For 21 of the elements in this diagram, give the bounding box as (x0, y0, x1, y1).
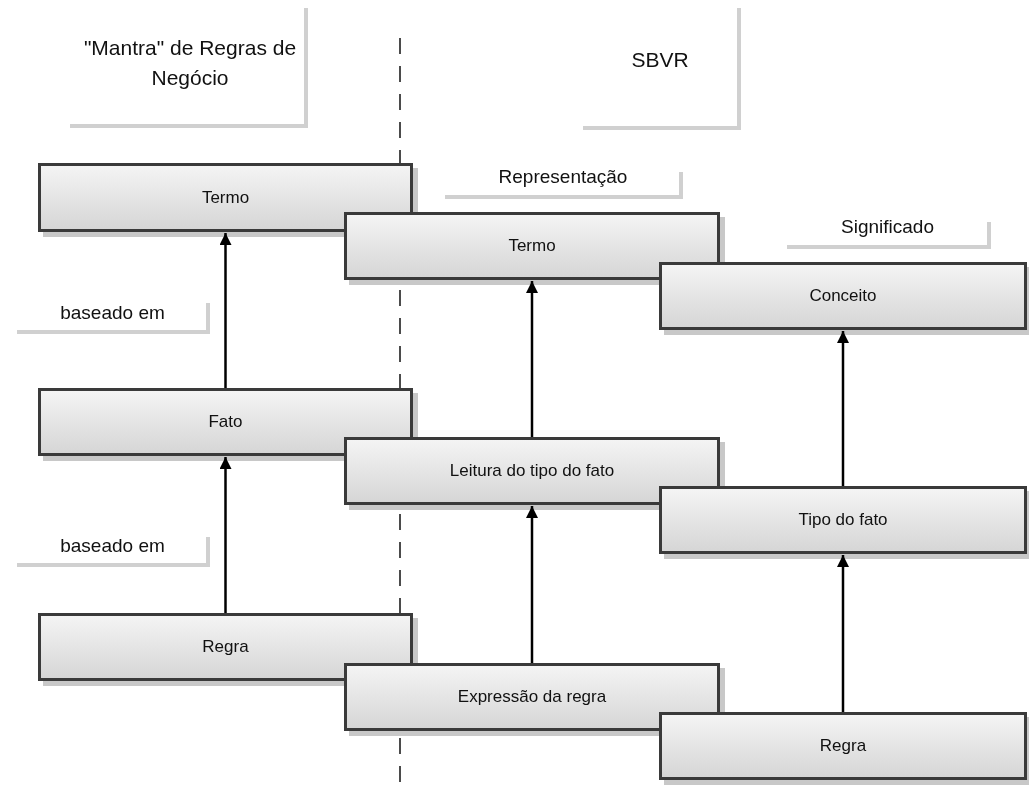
box-label: Tipo do fato (798, 509, 888, 532)
arrow (219, 233, 232, 388)
box-label: Conceito (809, 285, 877, 308)
arrow (526, 281, 538, 437)
box-label: Leitura do tipo do fato (449, 460, 615, 483)
box-label: Termo (508, 235, 556, 258)
arrow (526, 506, 538, 663)
arrow (837, 331, 849, 486)
column-heading: SBVR (631, 47, 689, 73)
box-label: Regra (819, 735, 867, 758)
box-label: Fato (208, 411, 243, 434)
relation-label: Representação (498, 165, 628, 189)
relation-label: baseado em (60, 301, 165, 325)
box-label: Termo (201, 186, 250, 209)
box-label: Regra (202, 636, 249, 659)
box-label: Expressão da regra (457, 686, 607, 709)
column-heading: "Mantra" de Regras de Negócio (82, 35, 298, 91)
arrow (837, 555, 849, 712)
arrow (219, 457, 232, 613)
relation-label: baseado em (60, 534, 165, 558)
relation-label: Significado (841, 215, 934, 239)
